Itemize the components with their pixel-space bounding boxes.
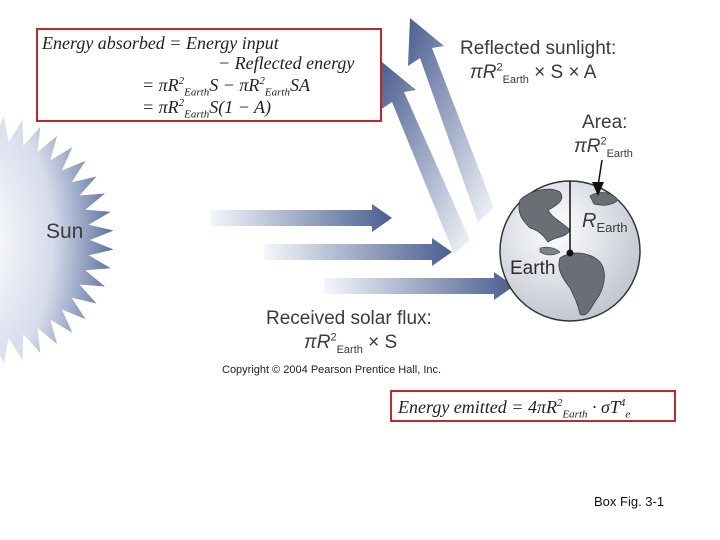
expansion-sub-2: Earth [264, 86, 290, 99]
energy-emitted-box: Energy emitted = 4πR2Earth · σT4e [390, 390, 676, 422]
expansion-sub-1: Earth [184, 86, 210, 99]
emitted-sup-1: 2 [556, 397, 563, 409]
simplified-sup: 2 [178, 97, 185, 109]
expansion-suffix: SA [289, 75, 310, 95]
emitted-sub-1: Earth [562, 408, 588, 421]
emitted-middle: · σT [587, 397, 620, 417]
reflected-arrow-2 [380, 62, 470, 254]
reflected-arrow-1 [408, 18, 494, 222]
incoming-arrow-2 [264, 238, 452, 266]
expansion-line: = πR2EarthS − πR2EarthSA [142, 75, 310, 99]
energy-emitted-line: Energy emitted = 4πR2Earth · σT4e [398, 397, 630, 421]
received-pi-r: πR [304, 332, 331, 353]
reflected-sup: 2 [496, 61, 503, 74]
earth-globe [499, 180, 641, 322]
incoming-arrow-1 [210, 204, 392, 232]
area-pi-r: πR [574, 136, 601, 157]
expansion-sup-2: 2 [259, 75, 265, 87]
incoming-arrow-3 [324, 272, 514, 300]
energy-absorbed-text: Energy absorbed = Energy input [42, 33, 279, 53]
emitted-prefix: Energy emitted = 4πR [398, 397, 557, 417]
figure-caption: Box Fig. 3-1 [594, 494, 665, 509]
reflected-energy-line: − Reflected energy [218, 54, 354, 72]
energy-absorbed-line: Energy absorbed = Energy input [42, 34, 279, 52]
simplified-suffix: S(1 − A) [209, 97, 272, 117]
radius-r: R [582, 210, 597, 232]
reflected-suffix: × S × A [534, 62, 597, 83]
area-formula: πR2Earth [574, 135, 633, 160]
received-flux-title: Received solar flux: [266, 308, 432, 329]
received-sup: 2 [330, 331, 337, 344]
reflected-sunlight-title: Reflected sunlight: [460, 38, 617, 59]
radius-sub: Earth [596, 220, 628, 235]
expansion-prefix: = πR [142, 75, 179, 95]
simplified-line: = πR2EarthS(1 − A) [142, 97, 272, 121]
area-sub: Earth [606, 147, 633, 160]
reflected-energy-text: − Reflected energy [218, 53, 355, 73]
area-sup: 2 [600, 135, 607, 148]
reflected-pi-r: πR [470, 62, 497, 83]
received-flux-formula: πR2Earth × S [304, 331, 398, 356]
area-title: Area: [582, 112, 628, 133]
area-pointer-arrow [592, 159, 604, 196]
emitted-sup-2: 4 [619, 397, 626, 409]
radius-label: REarth [582, 210, 628, 235]
energy-balance-box: Energy absorbed = Energy input − Reflect… [36, 28, 382, 122]
sun-shape [0, 116, 114, 364]
simplified-prefix: = πR [142, 97, 179, 117]
copyright-text: Copyright © 2004 Pearson Prentice Hall, … [222, 364, 442, 376]
sun-label: Sun [46, 220, 84, 243]
expansion-mid: S − πR [209, 75, 260, 95]
emitted-sub-2: e [625, 408, 631, 421]
simplified-sub: Earth [184, 108, 210, 121]
earth-label: Earth [510, 258, 556, 279]
expansion-sup-1: 2 [178, 75, 185, 87]
received-suffix: × S [368, 332, 398, 353]
received-sub: Earth [336, 343, 363, 356]
reflected-sub: Earth [502, 73, 529, 86]
reflected-sunlight-formula: πR2Earth × S × A [470, 61, 597, 86]
